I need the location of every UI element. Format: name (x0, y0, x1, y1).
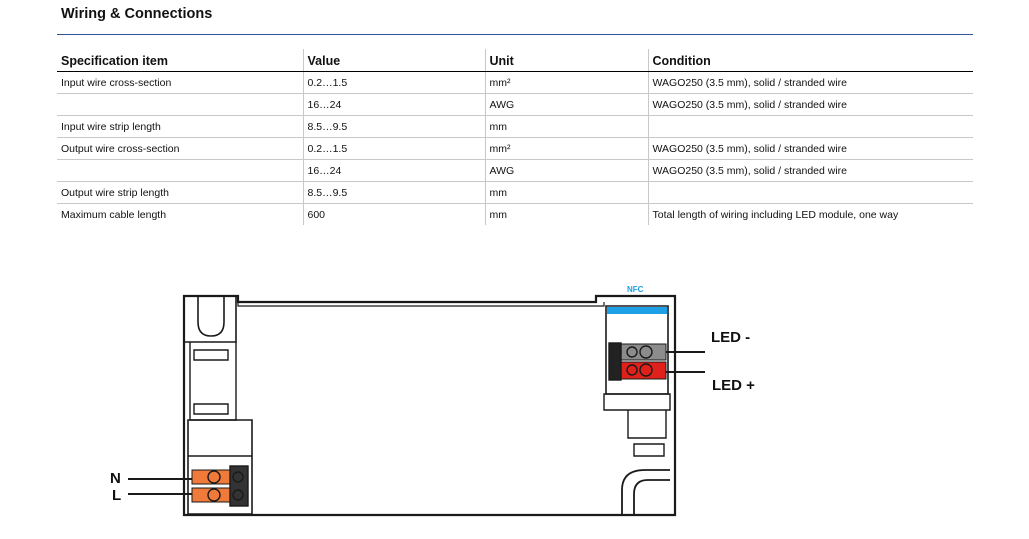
table-cell: Maximum cable length (61, 208, 167, 221)
table-cell (647, 181, 973, 204)
table-row: Input wire strip length 8.5…9.5 mm (57, 115, 973, 138)
table-cell: mm (484, 115, 648, 138)
table-cell: 8.5…9.5 (302, 115, 485, 138)
table-cell: WAGO250 (3.5 mm), solid / stranded wire (647, 71, 973, 94)
nfc-label: NFC (627, 285, 644, 294)
left-mounting-slot (183, 296, 237, 343)
column-header: Value (302, 49, 485, 72)
output-terminal-lower (603, 393, 671, 439)
wiring-spec-table: Specification item Value Unit Condition … (57, 49, 973, 225)
nfc-indicator-bar (607, 307, 667, 314)
led-minus-label: LED - (711, 329, 751, 346)
table-row: Output wire cross-section 0.2…1.5 mm² WA… (57, 137, 973, 160)
output-side-slot (633, 443, 665, 457)
table-cell: mm (484, 181, 648, 204)
table-cell: Total length of wiring including LED mod… (647, 203, 973, 225)
left-side-column (189, 342, 237, 421)
section-title: Wiring & Connections (61, 6, 213, 22)
table-cell: Output wire cross-section (57, 137, 303, 160)
table-cell: 16…24 (302, 159, 485, 182)
table-cell: 600 (302, 203, 485, 225)
input-n-label: N (110, 470, 121, 487)
table-cell: 8.5…9.5 (302, 181, 485, 204)
table-cell: AWG (484, 159, 648, 182)
table-cell: 0.2…1.5 (302, 71, 485, 94)
led-plus-label: LED + (712, 377, 755, 394)
driver-inner-outline (237, 302, 605, 307)
right-mounting-slot (621, 469, 670, 515)
table-cell: Input wire cross-section (57, 71, 303, 94)
table-row: Output wire strip length 8.5…9.5 mm (57, 181, 973, 204)
column-header: Unit (484, 49, 648, 72)
table-row: Input wire cross-section 0.2…1.5 mm² WAG… (57, 71, 973, 94)
table-cell: 0.2…1.5 (302, 137, 485, 160)
table-cell: mm² (484, 137, 648, 160)
table-cell: WAGO250 (3.5 mm), solid / stranded wire (647, 159, 973, 182)
table-cell: WAGO250 (3.5 mm), solid / stranded wire (647, 93, 973, 116)
input-l-label: L (112, 487, 122, 504)
driver-housing-outline (182, 294, 677, 517)
table-cell: mm² (484, 71, 648, 94)
title-divider (57, 34, 973, 35)
table-cell (57, 159, 303, 182)
input-terminal-block (187, 419, 253, 515)
table-cell: Input wire strip length (57, 115, 303, 138)
table-row: Maximum cable length 600 mm Total length… (57, 203, 973, 225)
table-row: 16…24 AWG WAGO250 (3.5 mm), solid / stra… (57, 159, 973, 182)
table-cell (647, 115, 973, 138)
table-cell: mm (484, 203, 648, 225)
table-cell: WAGO250 (3.5 mm), solid / stranded wire (647, 137, 973, 160)
column-header: Condition (647, 49, 973, 72)
table-header-row: Specification item Value Unit Condition (57, 49, 973, 72)
table-cell: Output wire strip length (57, 181, 303, 204)
table-row: 16…24 AWG WAGO250 (3.5 mm), solid / stra… (57, 93, 973, 116)
table-cell: AWG (484, 93, 648, 116)
table-cell (57, 93, 303, 116)
table-cell: 16…24 (302, 93, 485, 116)
column-header: Specification item (57, 49, 303, 72)
